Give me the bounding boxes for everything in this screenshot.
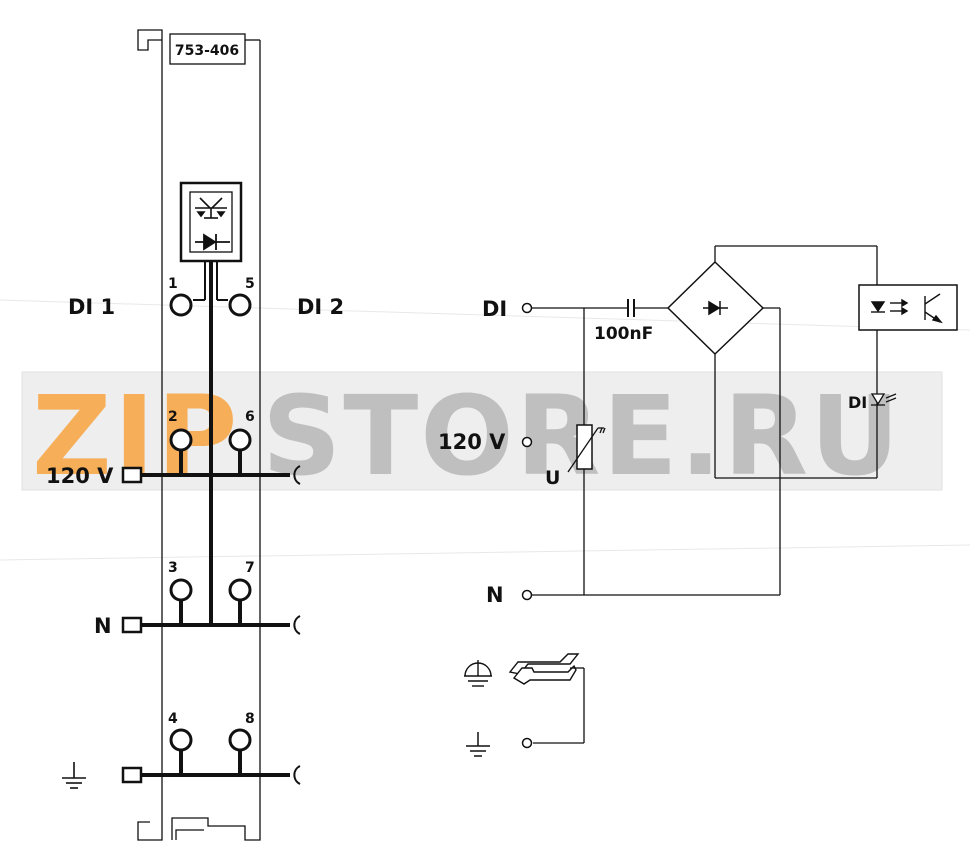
module-housing: 753-406 [137, 29, 261, 841]
schem-label-capacitor: 100nF [594, 324, 653, 344]
schem-label-varistor: U [545, 467, 560, 489]
ground-icon [62, 762, 86, 789]
terminal-4: 4 [168, 711, 178, 727]
led-icon [870, 393, 897, 406]
side-connectors [121, 465, 301, 785]
terminal-6: 6 [245, 409, 255, 425]
diode-icon [195, 233, 230, 251]
terminal-8: 8 [245, 711, 255, 727]
part-number-box [169, 33, 246, 65]
schem-label-n: N [486, 583, 504, 607]
din-rail-ground-icon [464, 660, 492, 687]
schem-label-di: DI [482, 297, 507, 321]
label-120v: 120 V [46, 464, 114, 488]
label-di2: DI 2 [297, 295, 344, 319]
schem-label-120v: 120 V [438, 430, 506, 454]
terminal-5: 5 [245, 276, 255, 292]
label-n: N [94, 614, 112, 638]
terminal-7: 7 [245, 560, 255, 576]
label-di1: DI 1 [68, 295, 115, 319]
phototransistor-icon [195, 197, 227, 219]
optocoupler-icon [858, 284, 958, 331]
terminal-1: 1 [168, 276, 178, 292]
terminal-3: 3 [168, 560, 178, 576]
optocoupler-block [179, 181, 243, 263]
terminal-numbers: 1 2 3 4 5 6 7 8 [168, 276, 255, 727]
capacitor-icon [627, 299, 635, 317]
din-rail-icon [508, 653, 580, 685]
ground-icon-right [466, 732, 490, 757]
terminal-2: 2 [168, 409, 178, 425]
module-wiring [142, 261, 290, 777]
part-number: 753-406 [175, 43, 239, 59]
bridge-diode-icon [703, 300, 728, 316]
schematic: DI 100nF 120 V U N DI [438, 245, 958, 757]
schem-label-led: DI [848, 393, 867, 412]
terminal-circles [169, 293, 252, 752]
